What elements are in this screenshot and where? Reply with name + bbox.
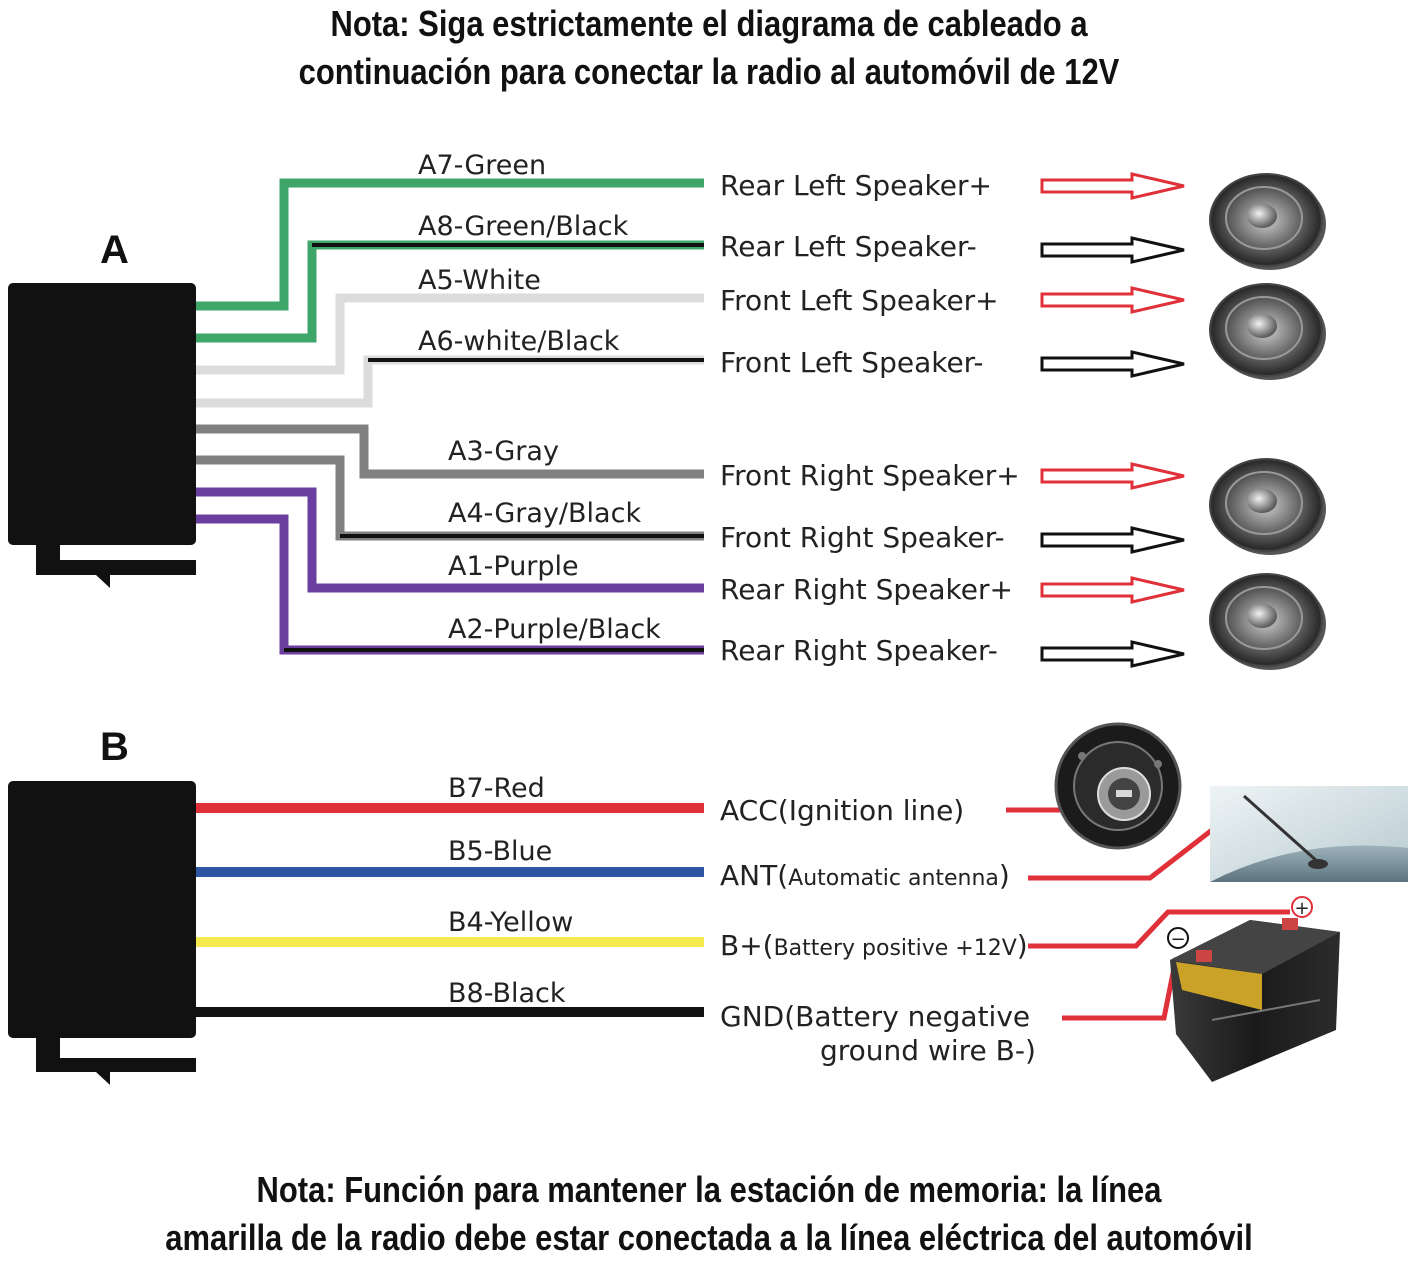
- wire-label-a7: A7-Green: [418, 150, 546, 181]
- arrow-rear-left-minus: [1040, 236, 1185, 264]
- ant-link-line: [1028, 828, 1214, 881]
- dest-front-left-minus: Front Left Speaker-: [720, 346, 984, 379]
- arrow-front-right-plus: [1040, 462, 1185, 490]
- bottom-note: Nota: Función para mantener la estación …: [99, 1166, 1318, 1262]
- dest-gnd-line-1: GND(Battery negative: [720, 1000, 1030, 1033]
- arrow-front-left-plus: [1040, 286, 1185, 314]
- wire-label-a4: A4-Gray/Black: [448, 498, 641, 529]
- top-note: Nota: Siga estrictamente el diagrama de …: [99, 0, 1318, 96]
- arrow-rear-right-minus: [1040, 640, 1185, 668]
- dest-ant: ANT(Automatic antenna): [720, 859, 1010, 892]
- wire-a6-white-black: [196, 355, 704, 408]
- dest-rear-left-plus: Rear Left Speaker+: [720, 169, 992, 202]
- battery-minus-icon: [1167, 927, 1189, 949]
- wire-label-b7: B7-Red: [448, 773, 545, 804]
- arrow-front-right-minus: [1040, 526, 1185, 554]
- speaker-icon: [1209, 283, 1326, 380]
- wire-label-a2: A2-Purple/Black: [448, 614, 661, 645]
- dest-acc: ACC(Ignition line): [720, 794, 964, 827]
- connector-a-body: [8, 283, 196, 588]
- wire-label-a3: A3-Gray: [448, 436, 559, 467]
- speaker-icon: [1209, 573, 1326, 670]
- ignition-key-icon: [1054, 722, 1182, 850]
- dest-rear-left-minus: Rear Left Speaker-: [720, 230, 977, 263]
- wire-a1-purple: [196, 487, 704, 593]
- connector-b-body: [8, 781, 196, 1085]
- wire-a4-gray-black: [196, 455, 704, 541]
- bplus-link-line: [1028, 909, 1290, 949]
- top-note-line-1: Nota: Siga estrictamente el diagrama de …: [330, 3, 1088, 44]
- top-note-line-2: continuación para conectar la radio al a…: [298, 51, 1120, 92]
- wire-label-b4: B4-Yellow: [448, 907, 573, 938]
- car-antenna-icon: [1210, 786, 1408, 882]
- dest-front-right-minus: Front Right Speaker-: [720, 521, 1005, 554]
- arrow-front-left-minus: [1040, 350, 1185, 378]
- dest-rear-right-minus: Rear Right Speaker-: [720, 634, 998, 667]
- dest-bplus: B+(Battery positive +12V): [720, 929, 1028, 962]
- arrow-rear-left-plus: [1040, 172, 1185, 200]
- connector-b-letter: B: [100, 725, 129, 769]
- gnd-link-line: [1062, 957, 1179, 1021]
- dest-front-right-plus: Front Right Speaker+: [720, 459, 1020, 492]
- wire-label-a5: A5-White: [418, 265, 541, 296]
- wire-label-a1: A1-Purple: [448, 551, 579, 582]
- battery-plus-icon: [1291, 896, 1313, 918]
- bottom-note-line-2: amarilla de la radio debe estar conectad…: [165, 1217, 1253, 1258]
- wire-label-a8: A8-Green/Black: [418, 211, 629, 242]
- wire-label-a6: A6-white/Black: [418, 326, 620, 357]
- speaker-icon: [1209, 173, 1326, 270]
- speaker-icon: [1209, 458, 1326, 555]
- wire-a5-white: [196, 293, 704, 375]
- arrow-rear-right-plus: [1040, 576, 1185, 604]
- bottom-note-line-1: Nota: Función para mantener la estación …: [256, 1169, 1162, 1210]
- car-battery-icon: + −: [1167, 896, 1340, 1082]
- battery-minus-mark: −: [1170, 929, 1185, 950]
- connector-a-letter: A: [100, 228, 129, 272]
- dest-gnd-line-2: ground wire B-): [820, 1034, 1036, 1067]
- wire-a7-green: [196, 178, 704, 311]
- wire-label-b5: B5-Blue: [448, 836, 552, 867]
- wire-a3-gray: [196, 424, 704, 479]
- dest-front-left-plus: Front Left Speaker+: [720, 284, 999, 317]
- wire-a2-purple-black: [196, 514, 704, 655]
- dest-rear-right-plus: Rear Right Speaker+: [720, 573, 1013, 606]
- battery-plus-mark: +: [1294, 898, 1309, 919]
- wire-label-b8: B8-Black: [448, 978, 566, 1009]
- wire-a8-green-black: [196, 240, 704, 343]
